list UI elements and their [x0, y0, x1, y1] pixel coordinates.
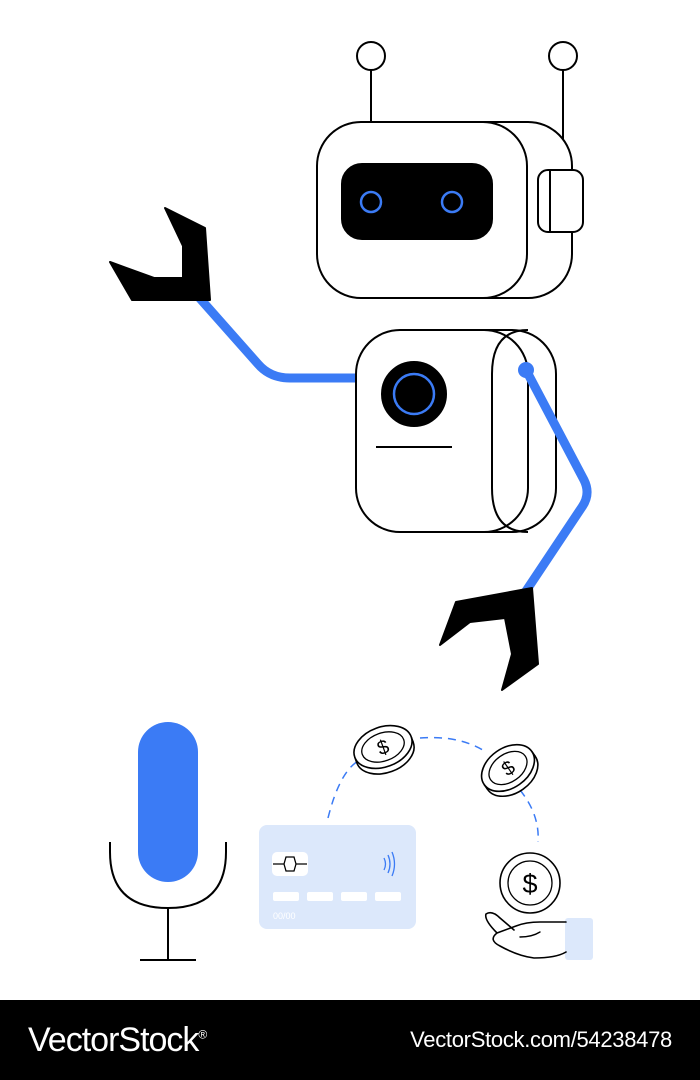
robot-arm-left	[109, 207, 361, 383]
card-number-bars	[273, 892, 401, 901]
hand-icon	[484, 911, 593, 960]
coin-icon: $	[499, 852, 561, 914]
vectorstock-logo: VectorStock®	[28, 1020, 207, 1060]
vectorstock-image-id: VectorStock.com/54238478	[410, 1027, 672, 1052]
robot-eye-right	[440, 190, 464, 214]
robot	[109, 41, 592, 691]
registered-mark: ®	[198, 1027, 207, 1042]
robot-chest-button	[381, 361, 447, 427]
coin-icon: $	[480, 743, 539, 798]
antenna-left	[356, 41, 386, 122]
credit-card: 00/00	[259, 825, 416, 929]
robot-claw-left	[109, 207, 211, 301]
robot-eye-left	[359, 190, 383, 214]
card-chip-icon	[272, 852, 308, 876]
svg-text:$: $	[522, 869, 537, 899]
card-expiry: 00/00	[273, 911, 296, 921]
robot-torso	[355, 329, 557, 533]
contactless-icon	[383, 851, 396, 877]
robot-claw-right	[439, 587, 539, 691]
robot-head	[316, 121, 584, 299]
microphone-capsule	[138, 722, 198, 882]
watermark-bar: VectorStock® VectorStock.com/54238478	[0, 1000, 700, 1080]
robot-arm-right	[439, 362, 592, 691]
vectorstock-brand: VectorStock	[28, 1020, 199, 1059]
illustration: 00/00 $ $ $	[109, 41, 593, 961]
microphone	[109, 722, 227, 961]
coin-icon: $	[353, 724, 415, 775]
robot-visor	[341, 163, 493, 240]
robot-ear	[537, 169, 584, 233]
